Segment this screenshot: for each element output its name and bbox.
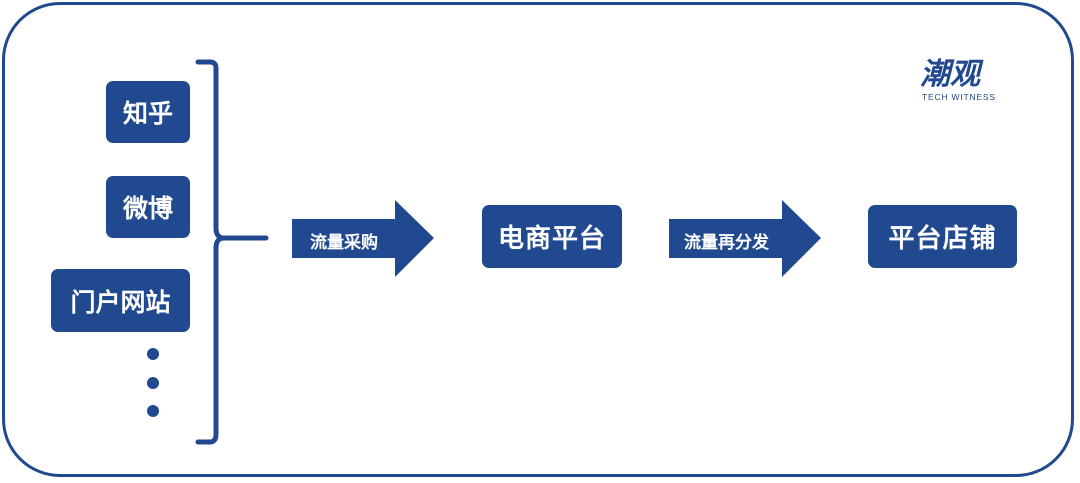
purchase-arrow-label: 流量采购 bbox=[310, 232, 378, 253]
logo-english-text: TECH WITNESS bbox=[922, 92, 996, 102]
ellipsis-dot bbox=[147, 348, 159, 360]
ecommerce-platform-box: 电商平台 bbox=[482, 205, 622, 268]
platform-store-label: 平台店铺 bbox=[888, 224, 997, 254]
source-zhihu-label: 知乎 bbox=[122, 99, 173, 128]
redistribute-arrow-label: 流量再分发 bbox=[684, 232, 769, 253]
purchase-arrow bbox=[292, 200, 434, 277]
redistribute-arrow bbox=[669, 200, 821, 277]
ellipsis-dot bbox=[147, 405, 159, 417]
source-zhihu-box: 知乎 bbox=[106, 81, 190, 143]
source-bracket bbox=[195, 59, 269, 445]
source-portal-box: 门户网站 bbox=[51, 269, 190, 332]
ecommerce-platform-label: 电商平台 bbox=[497, 224, 606, 254]
logo-chinese-text: 潮观 bbox=[920, 57, 980, 92]
source-portal-label: 门户网站 bbox=[70, 287, 171, 317]
tech-witness-logo: 潮观 TECH WITNESS bbox=[916, 58, 1006, 104]
ellipsis-dot bbox=[147, 377, 159, 389]
source-weibo-box: 微博 bbox=[106, 176, 190, 238]
platform-store-box: 平台店铺 bbox=[868, 205, 1017, 268]
source-weibo-label: 微博 bbox=[122, 194, 173, 223]
